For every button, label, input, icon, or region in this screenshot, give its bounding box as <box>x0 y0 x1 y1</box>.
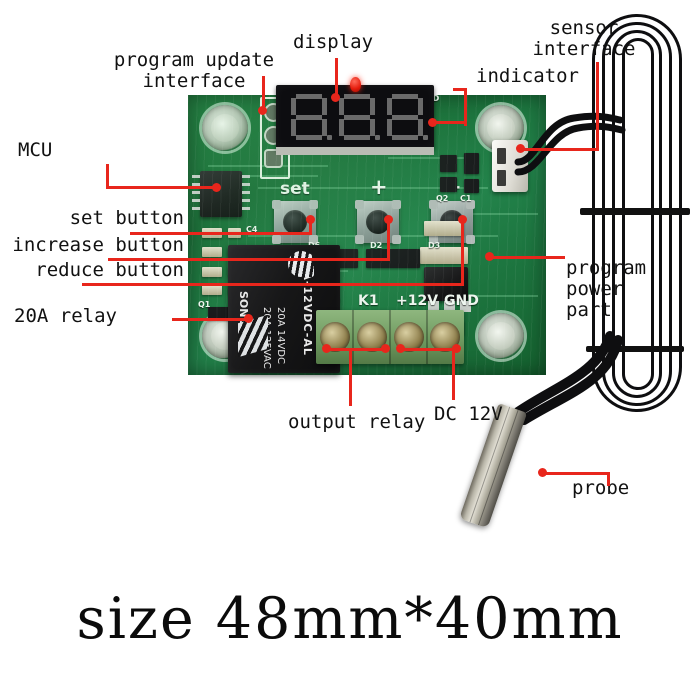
smd-part <box>464 179 479 193</box>
leader-dot <box>396 344 405 353</box>
pcb-trace <box>258 187 488 189</box>
relay-rating-dc: 20A 14VDC <box>275 307 286 364</box>
cable-lead-probe <box>513 331 623 425</box>
leader-line <box>106 186 216 189</box>
smd-part <box>440 177 457 192</box>
leader-line <box>172 318 248 321</box>
annotation-output-relay: output relay <box>288 411 426 433</box>
leader-line <box>130 232 312 235</box>
silk-ref-q2: Q2 <box>436 194 449 203</box>
silk-label-minus: − <box>444 175 462 199</box>
leader-line <box>335 58 338 100</box>
leader-dot <box>212 183 221 192</box>
display-digit <box>338 94 380 140</box>
annotation-program-power-part: program power part <box>566 257 647 321</box>
terminal-label-k1: K1 <box>358 293 379 309</box>
leader-line <box>596 62 599 150</box>
terminal-label-12v: +12V <box>396 293 439 309</box>
leader-dot <box>306 215 315 224</box>
silk-label-set: set <box>280 179 310 199</box>
mcu-chip <box>200 171 242 217</box>
leader-line <box>520 148 599 151</box>
leader-dot <box>331 93 340 102</box>
screw-terminal-block <box>316 310 464 364</box>
cable-tie <box>580 208 690 215</box>
pcb-trace <box>418 295 538 297</box>
set-button-cap[interactable] <box>283 210 307 234</box>
reduce-button[interactable] <box>429 200 475 244</box>
annotation-dc-12v: DC 12V <box>434 403 503 425</box>
pcb-trace <box>388 157 478 159</box>
silk-label-plus: + <box>370 175 388 199</box>
leader-line <box>400 348 456 351</box>
silk-ref-d3: D3 <box>428 241 441 250</box>
seven-segment-display <box>276 77 434 155</box>
annotation-sensor-interface: sensor interface <box>532 17 636 60</box>
leader-dot <box>485 252 494 261</box>
display-power-led <box>350 77 361 92</box>
smd-resistor <box>424 221 464 236</box>
smd-part <box>440 155 457 172</box>
leader-line <box>387 220 390 260</box>
leader-line <box>106 164 109 188</box>
annotation-display: display <box>292 31 374 53</box>
silk-ref-d2: D2 <box>370 241 383 250</box>
annotation-probe: probe <box>572 477 630 499</box>
smd-part <box>464 153 479 174</box>
leader-line <box>452 348 455 400</box>
pcb-trace <box>438 213 538 215</box>
annotation-mcu: MCU <box>18 139 53 161</box>
leader-line <box>607 472 610 486</box>
ul-mark-icon <box>288 251 314 277</box>
annotation-set-button: set button <box>69 207 184 229</box>
smd-resistor <box>202 247 222 257</box>
leader-line <box>325 348 385 351</box>
leader-dot <box>322 344 331 353</box>
annotation-20a-relay: 20A relay <box>14 305 117 327</box>
increase-button[interactable] <box>355 200 401 244</box>
annotation-indicator: indicator <box>476 65 579 87</box>
leader-dot <box>244 314 253 323</box>
leader-line <box>461 220 464 285</box>
leader-line <box>464 88 467 126</box>
leader-dot <box>538 468 547 477</box>
smd-resistor <box>202 267 222 277</box>
pcb-trace <box>218 175 318 177</box>
annotation-increase-button: increase button <box>12 234 184 256</box>
leader-line <box>82 283 464 286</box>
leader-dot <box>452 344 461 353</box>
leader-dot <box>381 344 390 353</box>
leader-line <box>542 472 610 475</box>
leader-line <box>108 258 390 261</box>
size-caption: size 48mm*40mm <box>76 586 624 652</box>
leader-line <box>453 88 467 91</box>
leader-line <box>262 76 265 114</box>
annotation-program-update-interface: program update interface <box>113 49 275 92</box>
pcb-trace <box>208 165 328 167</box>
leader-line <box>432 121 465 124</box>
silk-ref-c1: C1 <box>460 194 472 203</box>
leader-line <box>349 348 352 406</box>
mounting-hole <box>202 105 248 151</box>
leader-dot <box>458 215 467 224</box>
display-digit <box>386 94 428 140</box>
display-digit <box>290 94 332 140</box>
annotation-reduce-button: reduce button <box>35 259 184 281</box>
cable-tie <box>586 346 684 352</box>
leader-dot <box>516 144 525 153</box>
cable-lead <box>514 112 626 176</box>
smd-resistor <box>202 285 222 295</box>
terminal-label-gnd: GND <box>444 293 479 309</box>
leader-dot <box>384 215 393 224</box>
silk-ref-q1: Q1 <box>198 300 211 309</box>
leader-line <box>309 220 312 234</box>
leader-line <box>489 256 565 259</box>
sensor-cable <box>540 10 700 440</box>
leader-dot <box>258 106 267 115</box>
